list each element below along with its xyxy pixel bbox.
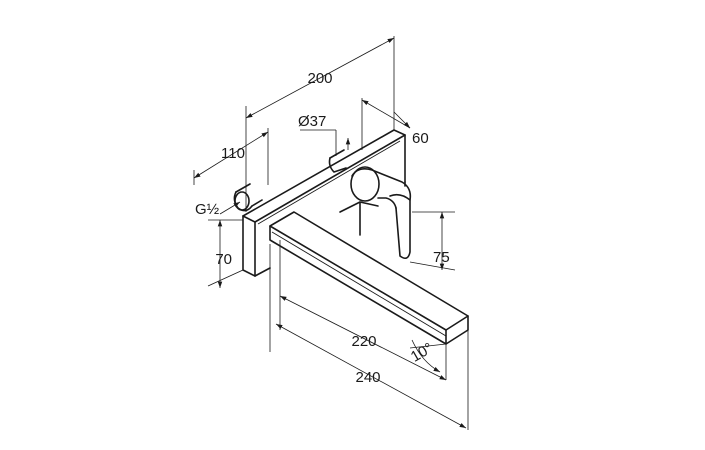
thread-callout: G½ — [195, 201, 241, 218]
dimension-110: 110 — [193, 128, 269, 185]
dimension-70-label: 70 — [215, 251, 232, 268]
dimension-60-label: 60 — [412, 130, 429, 147]
diameter-37-label: Ø37 — [298, 113, 326, 130]
dimension-70: 70 — [207, 219, 244, 288]
dimension-75-label: 75 — [433, 249, 450, 266]
thread-g-label: G½ — [195, 201, 220, 218]
connection-pipe — [233, 183, 263, 212]
faucet-body — [233, 129, 469, 345]
dimension-110-label: 110 — [221, 145, 245, 162]
dimension-200: 200 — [245, 36, 395, 212]
angle-10: 10° — [408, 340, 447, 373]
dimension-diameter-37: Ø37 — [298, 113, 351, 156]
lever-handle — [350, 166, 412, 260]
dimension-220-label: 220 — [351, 333, 376, 350]
spout — [269, 201, 469, 345]
angle-10-label: 10° — [408, 340, 436, 366]
dimension-240: 240 — [269, 244, 469, 430]
dimension-240-label: 240 — [355, 369, 380, 386]
wall-plate — [242, 129, 406, 277]
dimension-60: 60 — [361, 98, 429, 150]
valve-stub — [328, 149, 347, 173]
dimension-200-label: 200 — [307, 70, 332, 87]
dimension-75: 75 — [409, 211, 456, 271]
